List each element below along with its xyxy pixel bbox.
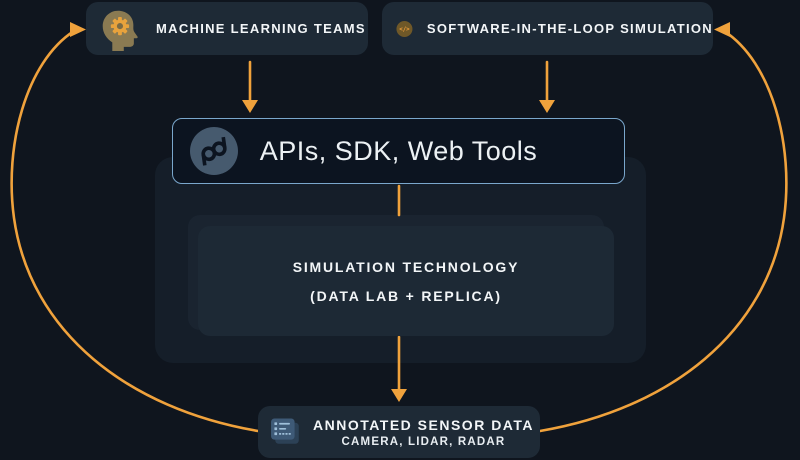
sim-tech-line2: (DATA LAB + REPLICA) [310,287,502,304]
parallel-domain-logo-icon [190,127,238,175]
node-machine-learning-teams: MACHINE LEARNING TEAMS [86,2,368,55]
head-with-gear-icon [102,10,138,51]
sil-label: SOFTWARE-IN-THE-LOOP SIMULATION [426,21,713,36]
node-simulation-technology: SIMULATION TECHNOLOGY (DATA LAB + REPLIC… [198,226,614,336]
sensor-data-title: ANNOTATED SENSOR DATA [312,416,534,433]
sensor-data-subtitle: CAMERA, LIDAR, RADAR [341,435,506,448]
sensor-data-text: ANNOTATED SENSOR DATA CAMERA, LIDAR, RAD… [313,417,540,448]
node-apis-sdk-web-tools: APIs, SDK, Web Tools [172,118,625,184]
ml-teams-label: MACHINE LEARNING TEAMS [156,21,366,36]
node-software-in-the-loop: </> SOFTWARE-IN-THE-LOOP SIMULATION [382,2,713,55]
apis-label: APIs, SDK, Web Tools [259,135,538,166]
sim-tech-line1: SIMULATION TECHNOLOGY [292,258,520,275]
annotated-documents-icon [271,418,299,444]
node-annotated-sensor-data: ANNOTATED SENSOR DATA CAMERA, LIDAR, RAD… [258,406,540,458]
svg-text:</>: </> [399,27,410,33]
code-icon: </> [396,20,413,37]
